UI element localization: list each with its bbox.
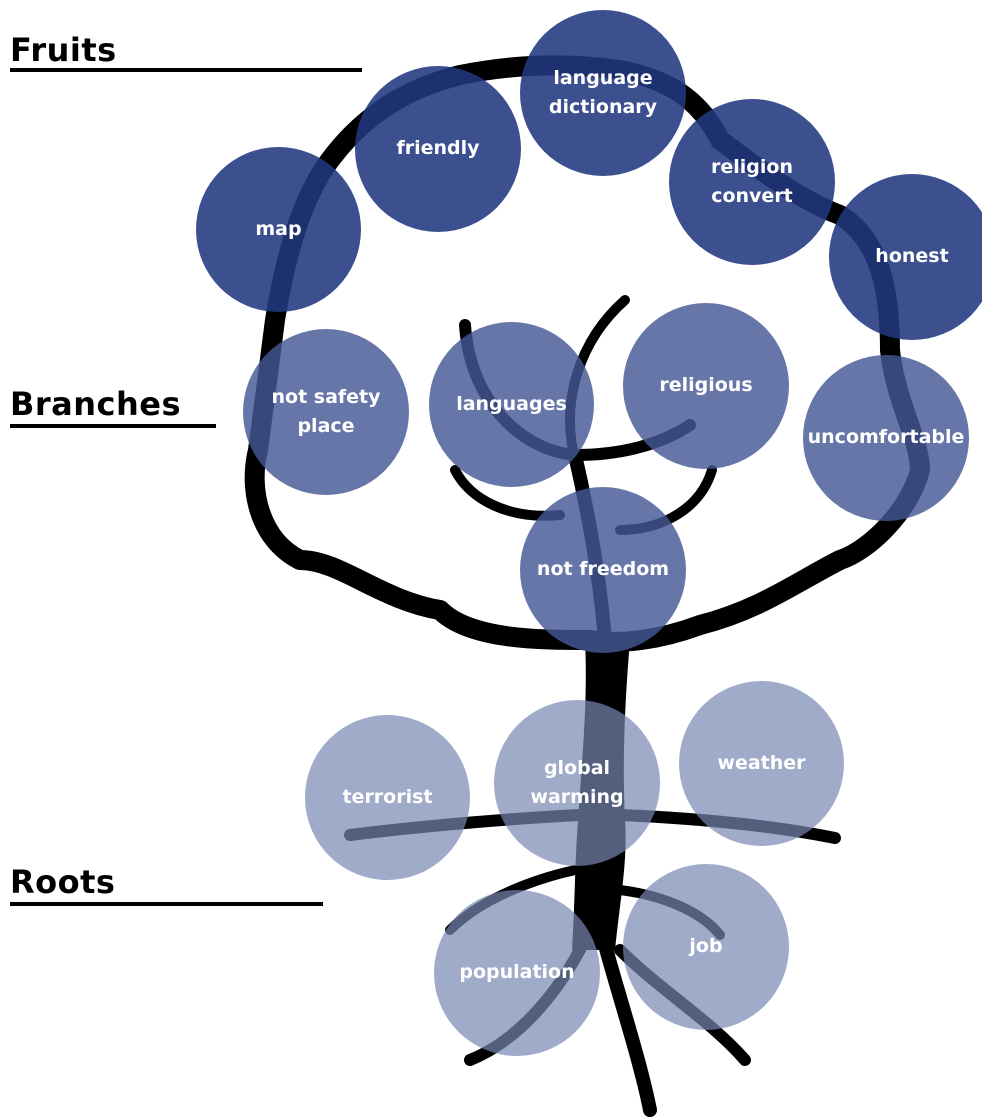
branches-underline xyxy=(10,424,216,428)
fruits-label: Fruits xyxy=(10,31,117,69)
root-bubble-population: population xyxy=(434,890,600,1056)
branch-bubble-religious: religious xyxy=(623,303,789,469)
fruits-underline xyxy=(10,68,362,72)
root-bubble-job: job xyxy=(623,864,789,1030)
root-bubble-weather: weather xyxy=(679,681,844,846)
root-bubble-global-warming: global warming xyxy=(494,700,660,866)
roots-underline xyxy=(10,902,323,906)
roots-label: Roots xyxy=(10,863,116,901)
branches-label: Branches xyxy=(10,385,182,423)
root-bubble-terrorist: terrorist xyxy=(305,715,470,880)
fruit-bubble-friendly: friendly xyxy=(355,66,521,232)
fruit-bubble-map: map xyxy=(196,147,361,312)
branch-bubble-languages: languages xyxy=(429,322,594,487)
branch-bubble-uncomfortable: uncomfortable xyxy=(803,355,969,521)
fruit-bubble-honest: honest xyxy=(829,174,982,340)
fruit-bubble-religion-convert: religion convert xyxy=(669,99,835,265)
root-tail-center xyxy=(598,938,657,1117)
branch-bubble-not-safety-place: not safety place xyxy=(243,329,409,495)
fruit-bubble-language-dictionary: language dictionary xyxy=(520,10,686,176)
branch-bubble-not-freedom: not freedom xyxy=(520,487,686,653)
